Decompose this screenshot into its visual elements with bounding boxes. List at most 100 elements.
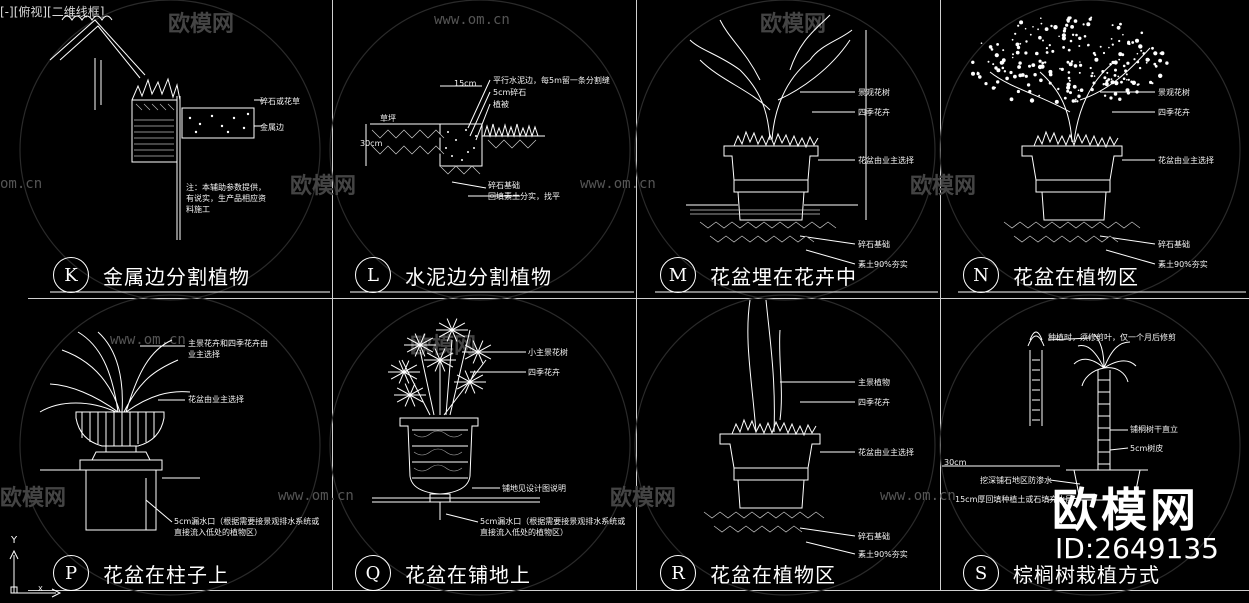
foliage-dot bbox=[1079, 63, 1083, 67]
foliage-dot bbox=[1033, 73, 1037, 77]
foliage-dot bbox=[1028, 89, 1032, 94]
foliage-dot bbox=[1066, 85, 1071, 90]
palm-leaf bbox=[409, 394, 424, 403]
foliage-dot bbox=[1029, 33, 1032, 36]
title-underline bbox=[958, 291, 1246, 293]
palm-leaf bbox=[426, 352, 441, 361]
foliage-dot bbox=[1011, 38, 1014, 41]
foliage-dot bbox=[1077, 94, 1081, 98]
panel-title-text: 花盆在植物区 bbox=[710, 562, 836, 587]
foliage-dot bbox=[1035, 51, 1039, 56]
watermark-url: om.cn bbox=[0, 176, 43, 192]
foliage-dot bbox=[1073, 64, 1078, 68]
annotation: 15cm厚回填种植土或石填充水层 bbox=[955, 495, 1074, 504]
annotation: 花盆由业主选择 bbox=[858, 448, 914, 457]
foliage-dot bbox=[1016, 89, 1021, 94]
annotation: 碎石或花草 bbox=[260, 97, 300, 106]
foliage-dot bbox=[1158, 73, 1163, 79]
panel-divider-v2 bbox=[636, 0, 637, 590]
foliage-dot bbox=[1001, 58, 1006, 63]
foliage-dot bbox=[1078, 45, 1081, 47]
foliage-dot bbox=[1051, 49, 1055, 53]
foliage-dot bbox=[1011, 56, 1014, 59]
palm-leaf bbox=[406, 337, 421, 346]
foliage-dot bbox=[1071, 33, 1075, 36]
annotation: 种植时，须修剪叶，仅一个月后修剪 bbox=[1048, 333, 1176, 342]
foliage-dot bbox=[1125, 73, 1128, 76]
foliage-dot bbox=[1124, 69, 1128, 73]
palm-leaf bbox=[469, 381, 476, 394]
foliage-dot bbox=[1041, 62, 1044, 65]
palm-leaf bbox=[404, 383, 411, 396]
foliage-dot bbox=[971, 71, 975, 76]
annotation: 铺桐树干直立 bbox=[1130, 425, 1178, 434]
foliage-dot bbox=[1122, 64, 1126, 68]
foliage-dot bbox=[1068, 62, 1073, 67]
palm-leaf bbox=[446, 318, 453, 331]
foliage-dot bbox=[1044, 27, 1049, 31]
foliage-dot bbox=[1111, 24, 1114, 27]
annotation: 素土90%夯实 bbox=[858, 550, 908, 559]
foliage-dot bbox=[1151, 82, 1154, 85]
foliage-dot bbox=[1001, 66, 1005, 70]
foliage-dot bbox=[990, 48, 994, 51]
foliage-dot bbox=[1093, 75, 1096, 77]
watermark-brand: 欧模网 bbox=[168, 12, 235, 37]
foliage-dot bbox=[1086, 22, 1091, 27]
annotation: 景观花树 bbox=[1158, 88, 1190, 97]
foliage-dot bbox=[1069, 39, 1073, 43]
foliage-dot bbox=[1113, 92, 1118, 96]
viewport-label[interactable]: [-][俯视][二维线框] bbox=[0, 5, 105, 19]
foliage-dot bbox=[1090, 88, 1094, 92]
annotation: 挖深铺石地区防渗水 bbox=[980, 476, 1052, 485]
foliage-dot bbox=[1090, 16, 1093, 19]
annotation: 30cm bbox=[944, 458, 967, 467]
palm-leaf bbox=[434, 359, 441, 372]
panel-title-text: 花盆埋在花卉中 bbox=[710, 264, 857, 289]
palm-leaf bbox=[406, 344, 421, 353]
foliage-dot bbox=[1154, 64, 1158, 68]
foliage-dot bbox=[1118, 58, 1121, 61]
annotation: 30cm bbox=[360, 139, 383, 148]
palm-leaf bbox=[403, 364, 418, 373]
palm-leaf bbox=[464, 381, 471, 394]
palm-leaf bbox=[419, 337, 434, 346]
annotation: 碎石基础 bbox=[1158, 240, 1190, 249]
foliage-dot bbox=[1067, 48, 1071, 52]
foliage-dot bbox=[1094, 53, 1097, 57]
palm-leaf bbox=[439, 348, 446, 361]
foliage-dot bbox=[1045, 47, 1048, 50]
panel-divider-v3 bbox=[940, 0, 941, 590]
foliage-dot bbox=[1037, 28, 1039, 31]
foliage-dot bbox=[1018, 73, 1023, 78]
annotation: 四季花卉 bbox=[858, 108, 890, 117]
foliage-dot bbox=[1026, 83, 1031, 87]
foliage-dot bbox=[1071, 99, 1076, 103]
palm-leaf bbox=[434, 348, 441, 361]
ucs-x-label: X bbox=[38, 585, 43, 593]
foliage-dot bbox=[1019, 20, 1024, 25]
foliage-dot bbox=[1070, 25, 1074, 29]
foliage-dot bbox=[1074, 98, 1077, 101]
ucs-icon[interactable]: Y X bbox=[2, 535, 62, 601]
annotation: 5cm漏水口（根据需要接景观排水系统或直接流入低处的植物区） bbox=[174, 517, 320, 537]
panel-title: L 水泥边分割植物 bbox=[355, 257, 552, 293]
foliage-dot bbox=[1151, 46, 1154, 50]
foliage-dot bbox=[1024, 74, 1028, 78]
foliage-dot bbox=[1127, 78, 1130, 81]
foliage-dot bbox=[1075, 33, 1078, 37]
panel-divider-v1 bbox=[332, 0, 333, 590]
foliage-dot bbox=[976, 71, 979, 74]
foliage-dot bbox=[1122, 77, 1126, 80]
panel-title: N 花盆在植物区 bbox=[963, 257, 1139, 293]
foliage-dot bbox=[1114, 68, 1117, 72]
foliage-dot bbox=[1013, 74, 1017, 79]
foliage-dot bbox=[994, 53, 999, 58]
palm-leaf bbox=[396, 394, 411, 403]
panel-letter-badge: R bbox=[660, 555, 696, 591]
foliage-dot bbox=[1009, 97, 1014, 102]
foliage-dot bbox=[1012, 53, 1014, 56]
foliage-dot bbox=[1158, 58, 1162, 63]
foliage-dot bbox=[996, 68, 1001, 73]
foliage-dot bbox=[1065, 23, 1069, 27]
